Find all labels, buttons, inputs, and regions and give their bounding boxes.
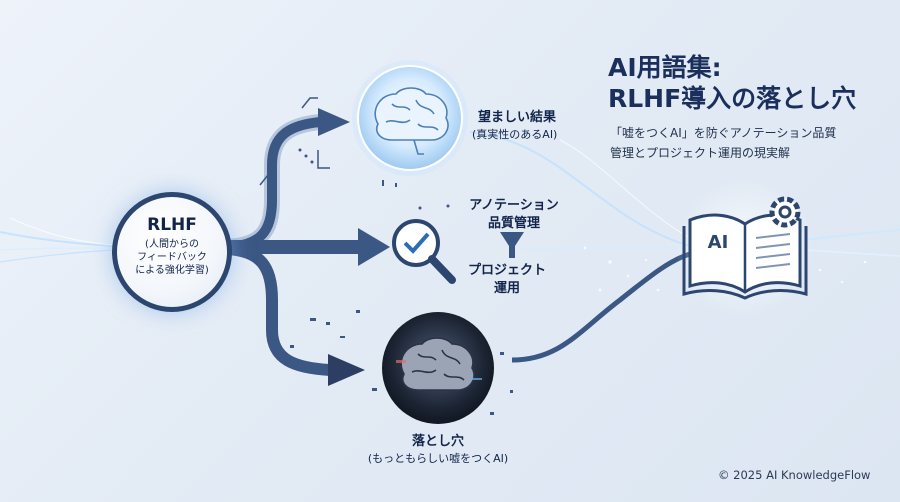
branch-arrows xyxy=(221,108,390,386)
gear-icon xyxy=(769,196,801,228)
annotation-quality-label: アノテーション 品質管理 xyxy=(469,198,559,231)
brain-icon xyxy=(374,87,449,155)
pitfall-brain-node xyxy=(382,312,494,424)
project-operation-label: プロジェクト 運用 xyxy=(467,263,546,296)
rlhf-title: RLHF xyxy=(147,215,197,235)
pitfall-subtitle: (もっともらしい嘘をつくAI) xyxy=(367,452,509,465)
book-icon xyxy=(682,213,808,300)
arrow-head-middle xyxy=(358,228,390,266)
brain-icon xyxy=(400,337,475,391)
book-ai-badge: AI xyxy=(707,232,729,253)
desired-subtitle: (真実性のあるAI) xyxy=(472,128,558,141)
magnifier-check-icon xyxy=(392,219,456,284)
rlhf-node xyxy=(112,192,232,312)
rlhf-subtitle: (人間からの フィードバック による強化学習) xyxy=(135,239,209,276)
funnel-icon xyxy=(500,232,524,258)
right-flow-lines xyxy=(469,131,900,363)
subtitle-line-1: 「嘘をつくAI」を防ぐアノテーション品質 xyxy=(610,126,837,140)
arrow-head-up xyxy=(318,108,350,136)
copyright: © 2025 AI KnowledgeFlow xyxy=(718,468,871,482)
title-line-1: AI用語集: xyxy=(608,53,722,82)
left-light-streaks xyxy=(0,217,113,263)
sparkle-dots xyxy=(583,246,867,292)
arrow-head-down xyxy=(328,354,365,386)
page-title: AI用語集: RLHF導入の落とし穴 xyxy=(608,52,856,114)
pitfall-title: 落とし穴 xyxy=(411,434,464,449)
desired-brain-node xyxy=(352,60,468,176)
subtitle-line-2: 管理とプロジェクト運用の現実解 xyxy=(610,146,791,160)
desired-title: 望ましい結果 xyxy=(478,110,557,125)
page-subtitle: 「嘘をつくAI」を防ぐアノテーション品質 管理とプロジェクト運用の現実解 xyxy=(610,123,836,163)
book-node xyxy=(675,178,815,318)
title-line-2: RLHF導入の落とし穴 xyxy=(608,84,857,113)
